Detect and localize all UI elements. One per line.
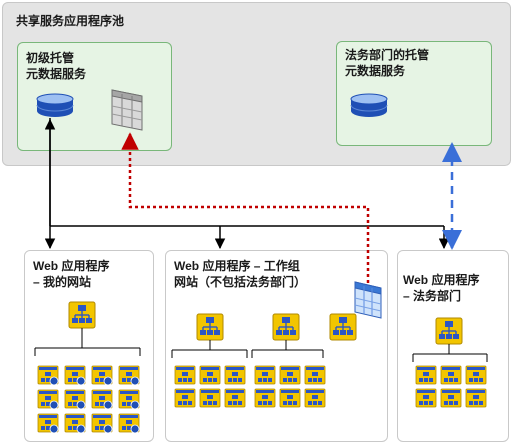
web-app-my-site-box [24,250,154,442]
primary-service-title-line1: 初级托管 [26,51,75,65]
web-app-legal-title-line2: – 法务部门 [403,289,462,303]
web-app-my-site-title-line1: Web 应用程序 [33,259,110,273]
red-dotted-connector [121,132,370,283]
pool-title: 共享服务应用程序池 [16,14,125,28]
web-app-team-title-line1: Web 应用程序 – 工作组 [174,259,300,273]
web-app-team-title-line2: 网站（不包括法务部门） [174,275,307,289]
database-icon [36,93,74,117]
legal-service-title-line2: 元数据服务 [345,64,406,78]
term-store-icon [111,89,143,131]
legal-metadata-service-box [336,41,492,146]
local-term-set-icon [354,281,382,319]
web-app-legal-box [397,250,509,442]
web-app-legal-title-line1: Web 应用程序 [403,273,480,287]
legal-service-title-line1: 法务部门的托管 [345,48,430,62]
primary-service-title-line2: 元数据服务 [26,67,87,81]
web-app-team-site-box [165,250,388,442]
database-icon [350,93,388,117]
web-app-my-site-title-line2: – 我的网站 [33,275,92,289]
